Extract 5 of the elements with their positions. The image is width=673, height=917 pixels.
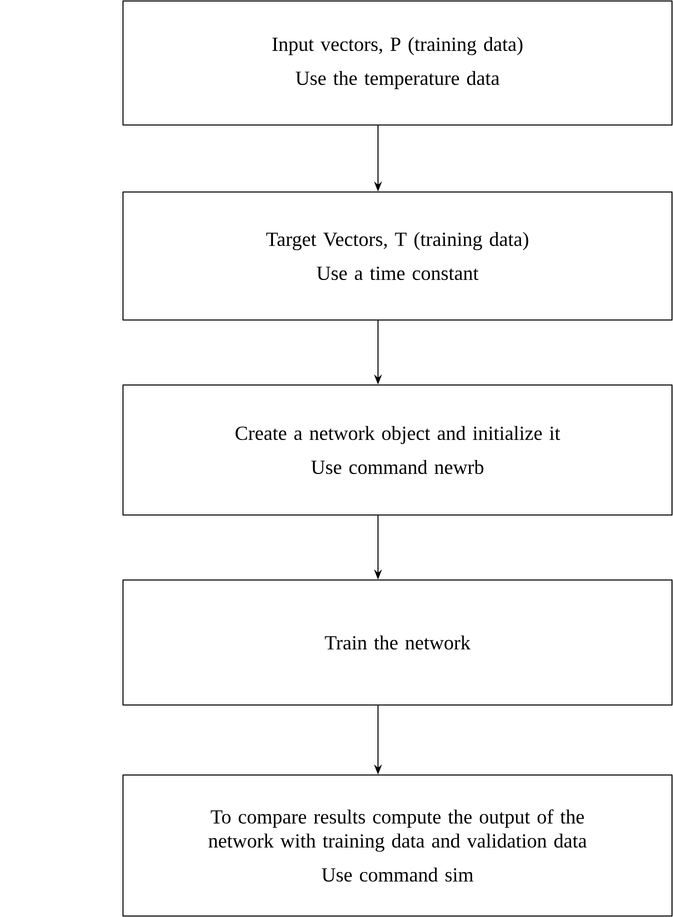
process-box: Input vectors, P (training data) Use the temperature data [122, 0, 672, 126]
process-box: Train the network [122, 580, 672, 706]
process-box: To compare results compute the output of the network with training data and validation data Use command sim [122, 774, 672, 916]
process-box: Target Vectors, T (training data) Use a time constant [122, 192, 672, 320]
process-box: Create a network object and initialize it Use command newrb [122, 384, 672, 516]
